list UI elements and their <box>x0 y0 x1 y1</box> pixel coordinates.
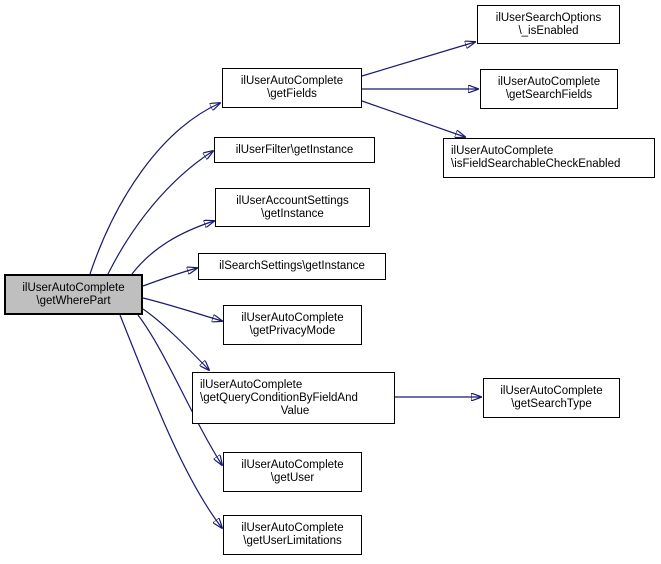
edge-getWherePart-getUserLimitations <box>119 314 222 528</box>
node-label-line: ilUserAutoComplete <box>241 522 344 534</box>
node-isEnabled[interactable]: ilUserSearchOptions \_isEnabled <box>477 5 620 44</box>
edge-getFields-isFieldSearchableCheckEnabled <box>361 100 465 137</box>
node-label-line: \getQueryConditionByFieldAnd <box>200 391 358 404</box>
node-getUser[interactable]: ilUserAutoComplete \getUser <box>223 452 362 492</box>
node-userAccountSettingsGetInstance[interactable]: ilUserAccountSettings \getInstance <box>215 188 370 227</box>
node-label-line: ilUserAutoComplete <box>451 145 554 157</box>
edge-getFields-isEnabled <box>361 42 475 77</box>
node-getFields[interactable]: ilUserAutoComplete \getFields <box>222 68 362 108</box>
node-label-line: \isFieldSearchableCheckEnabled <box>451 158 621 170</box>
node-label-line: ilUserAutoComplete <box>241 312 344 324</box>
node-label-line: ilUserAutoComplete <box>500 385 603 397</box>
node-getQueryConditionByFieldAndValue[interactable]: ilUserAutoComplete \getQueryConditionByF… <box>192 372 395 424</box>
node-label-line: ilUserAccountSettings <box>236 194 349 207</box>
node-label-line: ilUserAutoComplete <box>497 76 601 88</box>
node-label-line: \getWherePart <box>36 294 111 307</box>
node-label-line: \_isEnabled <box>518 24 579 37</box>
edge-getWherePart-userFilterGetInstance <box>107 151 213 275</box>
edge-getWherePart-getQueryConditionByFieldAndValue <box>142 308 209 370</box>
edge-getWherePart-getFields <box>89 103 220 275</box>
edge-getWherePart-userAccountSettingsGetInstance <box>131 221 214 275</box>
edge-getWherePart-searchSettingsGetInstance <box>142 268 197 287</box>
node-label-line: \getInstance <box>261 207 324 220</box>
edge-getWherePart-getPrivacyMode <box>142 297 222 321</box>
node-label-line: \getUserLimitations <box>243 535 342 547</box>
node-getSearchFields[interactable]: ilUserAutoComplete \getSearchFields <box>480 69 618 109</box>
node-label-line: \getPrivacyMode <box>249 325 336 337</box>
node-getWherePart[interactable]: ilUserAutoComplete \getWherePart <box>4 274 143 315</box>
node-getUserLimitations[interactable]: ilUserAutoComplete \getUserLimitations <box>223 515 362 555</box>
node-label-line: ilUserAutoComplete <box>22 281 125 294</box>
node-searchSettingsGetInstance[interactable]: ilSearchSettings\getInstance <box>198 253 386 280</box>
node-label-line: \getSearchType <box>511 398 592 410</box>
node-label-line: ilUserSearchOptions <box>495 11 602 24</box>
node-isFieldSearchableCheckEnabled[interactable]: ilUserAutoComplete \isFieldSearchableChe… <box>443 138 655 178</box>
node-label-line: Value <box>280 404 310 417</box>
node-userFilterGetInstance[interactable]: ilUserFilter\getInstance <box>214 137 375 163</box>
node-label-line: ilUserAutoComplete <box>241 459 344 471</box>
node-label-line: ilUserAutoComplete <box>240 75 344 87</box>
node-label-line: \getUser <box>270 472 315 484</box>
node-label-line: ilUserFilter\getInstance <box>235 143 354 156</box>
node-getSearchType[interactable]: ilUserAutoComplete \getSearchType <box>483 378 620 418</box>
node-label-line: \getFields <box>267 88 317 100</box>
edge-getWherePart-getUser <box>137 314 222 465</box>
node-label-line: ilUserAutoComplete <box>200 378 303 391</box>
node-label-line: \getSearchFields <box>505 89 593 101</box>
node-getPrivacyMode[interactable]: ilUserAutoComplete \getPrivacyMode <box>223 305 362 345</box>
node-label-line: ilSearchSettings\getInstance <box>219 260 365 272</box>
